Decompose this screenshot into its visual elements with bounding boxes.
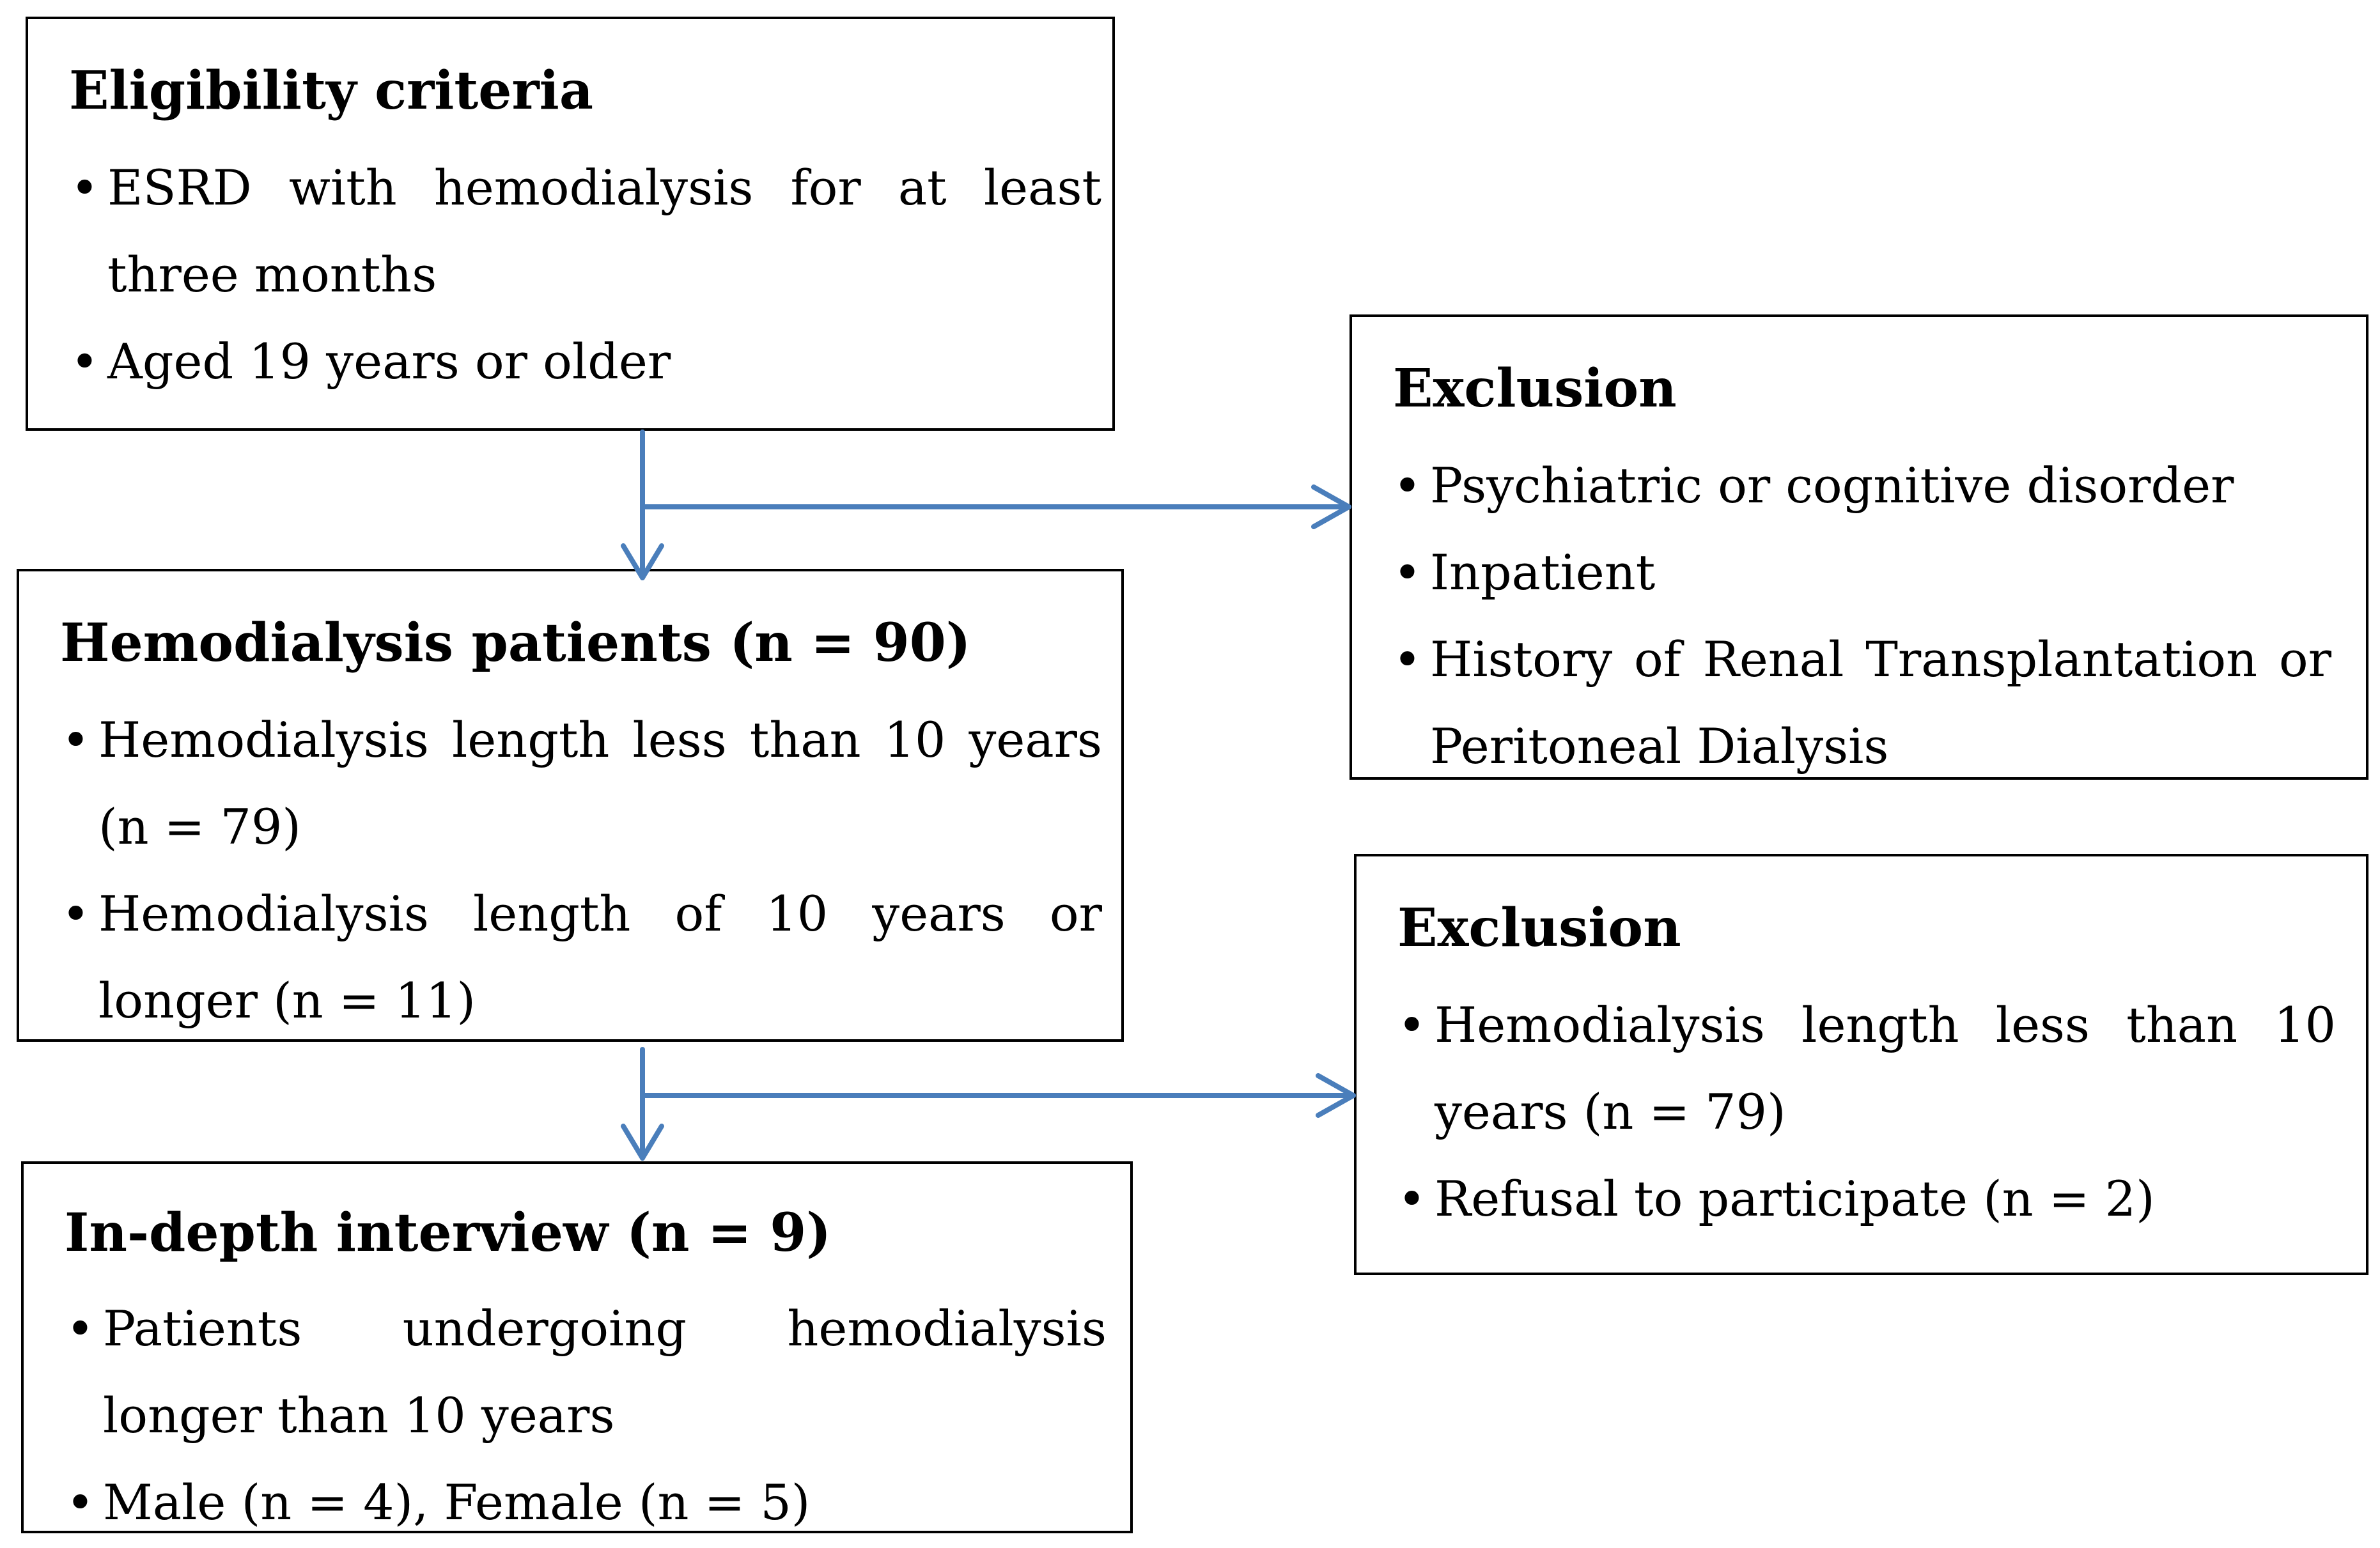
bullet-icon: • [61, 885, 90, 942]
exclusion-2-item-text: Refusal to participate (n = 2) [1435, 1170, 2155, 1227]
interview-item: • Male (n = 4), Female (n = 5) [66, 1459, 1107, 1546]
hemodialysis-patients-box: Hemodialysis patients (n = 90) • Hemodia… [17, 569, 1124, 1042]
bullet-icon: • [61, 711, 90, 768]
bullet-icon: • [66, 1300, 95, 1357]
bullet-icon: • [1393, 631, 1422, 688]
bullet-icon: • [70, 159, 99, 216]
eligibility-item: • ESRD with hemodialysis for at least th… [70, 144, 1101, 318]
interview-item-text: Patients undergoing hemodialysis longer … [103, 1300, 1107, 1444]
bullet-icon: • [1397, 1170, 1426, 1227]
bullet-icon: • [1393, 457, 1422, 514]
eligibility-item-text: Aged 19 years or older [107, 333, 671, 390]
eligibility-criteria-box: Eligibility criteria • ESRD with hemodia… [26, 17, 1115, 431]
interview-item-text: Male (n = 4), Female (n = 5) [103, 1474, 811, 1531]
patients-title: Hemodialysis patients (n = 90) [60, 612, 971, 674]
bullet-icon: • [1393, 544, 1422, 601]
exclusion-1-item-text: Inpatient [1430, 544, 1656, 601]
exclusion-1-item: • Inpatient [1393, 529, 2331, 616]
bullet-icon: • [70, 333, 99, 390]
exclusion-1-item: • Psychiatric or cognitive disorder [1393, 442, 2331, 529]
patients-item: • Hemodialysis length less than 10 years… [61, 697, 1102, 871]
exclusion-1-item-text: Psychiatric or cognitive disorder [1430, 457, 2234, 514]
arrowhead-right-icon [1316, 1073, 1356, 1118]
exclusion-1-title: Exclusion [1393, 358, 1677, 419]
interview-item: • Patients undergoing hemodialysis longe… [66, 1285, 1107, 1459]
exclusion-1-item: • History of Renal Transplantation or Pe… [1393, 616, 2331, 790]
exclusion-2-item: • Hemodialysis length less than 10 years… [1397, 982, 2336, 1156]
in-depth-interview-box: In-depth interview (n = 9) • Patients un… [21, 1161, 1133, 1533]
arrowhead-right-icon [1311, 484, 1351, 529]
exclusion-box-1: Exclusion • Psychiatric or cognitive dis… [1349, 314, 2368, 780]
patients-item-text: Hemodialysis length less than 10 years (… [98, 711, 1102, 855]
bullet-icon: • [66, 1474, 95, 1531]
bullet-icon: • [1397, 996, 1426, 1053]
arrowhead-down-icon [621, 1124, 664, 1161]
interview-title: In-depth interview (n = 9) [65, 1202, 832, 1264]
exclusion-2-item-text: Hemodialysis length less than 10 years (… [1435, 996, 2336, 1140]
eligibility-title: Eligibility criteria [69, 60, 593, 121]
exclusion-2-item: • Refusal to participate (n = 2) [1397, 1156, 2336, 1242]
eligibility-item-text: ESRD with hemodialysis for at least thre… [107, 159, 1101, 303]
patients-item-text: Hemodialysis length of 10 years or longe… [98, 885, 1102, 1029]
eligibility-item: • Aged 19 years or older [70, 318, 1101, 405]
exclusion-2-title: Exclusion [1397, 897, 1681, 959]
exclusion-1-item-text: History of Renal Transplantation or Peri… [1430, 631, 2331, 775]
patients-item: • Hemodialysis length of 10 years or lon… [61, 871, 1102, 1044]
arrowhead-down-icon [621, 543, 664, 580]
exclusion-box-2: Exclusion • Hemodialysis length less tha… [1354, 854, 2368, 1275]
